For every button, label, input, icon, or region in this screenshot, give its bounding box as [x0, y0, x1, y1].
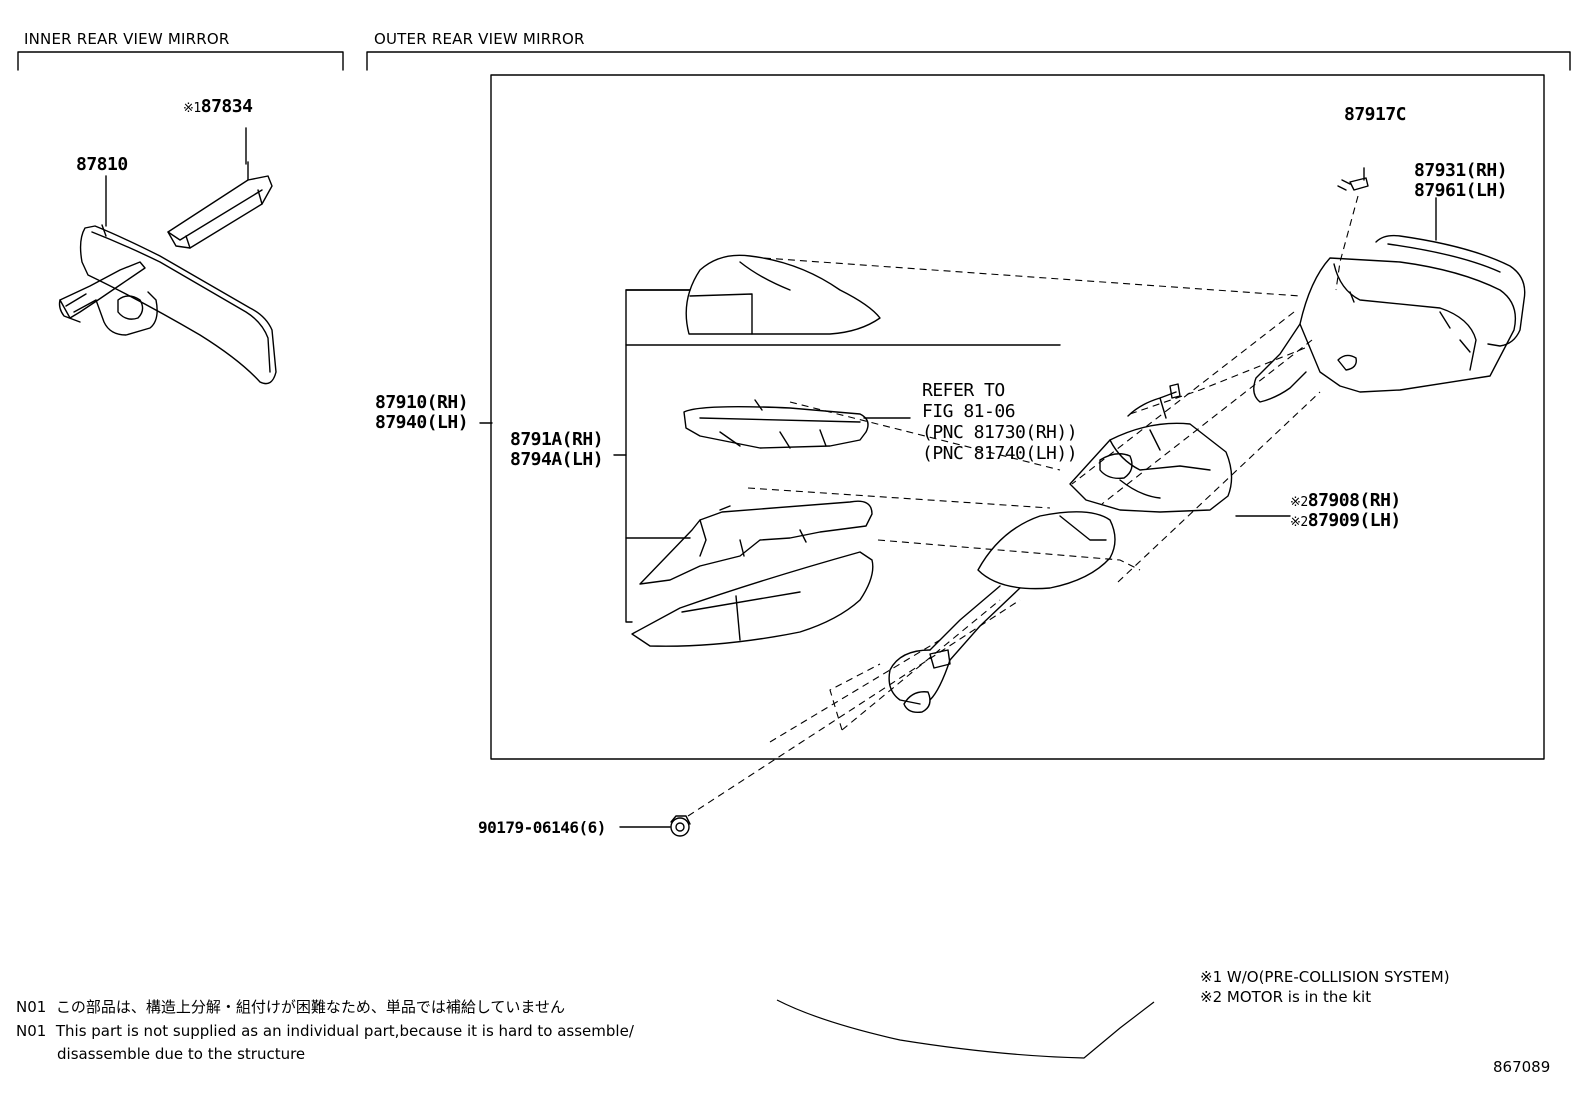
- figure-id: 867089: [1493, 1058, 1551, 1076]
- refer-line-3: (PNC 81730(RH)): [922, 422, 1078, 443]
- note-code-en: N01: [16, 1022, 47, 1040]
- outer-assembly-box: [490, 74, 1545, 760]
- footnote-2-clipped: ※2 MOTOR is in the kit: [1200, 986, 1371, 1006]
- lower-garnish-drawing: [631, 551, 874, 647]
- part-8794a-label[interactable]: 8794A(LH): [510, 449, 604, 470]
- note-text-jp: この部品は、構造上分解・組付けが困難なため、単品では補給していません: [55, 998, 565, 1016]
- refer-line-2[interactable]: FIG 81-06: [922, 401, 1016, 422]
- note-text-en-1: This part is not supplied as an individu…: [55, 1022, 634, 1040]
- part-8791a-label[interactable]: 8791A(RH): [510, 429, 604, 450]
- turn-signal-drawing: [683, 399, 869, 449]
- part-87908-label[interactable]: ※287908(RH): [1290, 490, 1401, 513]
- mirror-cover-drawing: [167, 161, 273, 249]
- note-n01-en-2: disassemble due to the structure: [57, 1045, 306, 1063]
- screw-drawing: [1337, 167, 1369, 191]
- inner-section-title: INNER REAR VIEW MIRROR: [24, 30, 230, 48]
- upper-cover-drawing: [685, 254, 881, 335]
- part-87931-label[interactable]: 87931(RH): [1414, 160, 1508, 181]
- note-code: N01: [16, 998, 47, 1016]
- outer-section-title: OUTER REAR VIEW MIRROR: [374, 30, 585, 48]
- note-mark-2: ※2: [1290, 495, 1308, 510]
- part-87961-label[interactable]: 87961(LH): [1414, 180, 1508, 201]
- outer-section-bracket: [366, 51, 1571, 71]
- part-87834-label[interactable]: ※187834: [183, 96, 253, 119]
- note-n01-en: N01 This part is not supplied as an indi…: [16, 1020, 634, 1042]
- note-mark-1: ※1: [183, 101, 201, 116]
- part-87834-number: 87834: [200, 96, 253, 117]
- note-n01-jp: N01 この部品は、構造上分解・組付けが困難なため、単品では補給していません: [16, 996, 565, 1018]
- part-90179-label[interactable]: 90179-06146(6): [478, 818, 606, 837]
- nut-drawing: [670, 815, 691, 837]
- note-mark-2b: ※2: [1290, 515, 1308, 530]
- mirror-glass-drawing: [1375, 234, 1526, 347]
- refer-line-1: REFER TO: [922, 380, 1005, 401]
- mirror-base-drawing: [888, 511, 1116, 714]
- lower-bracket-drawing: [639, 500, 873, 585]
- part-87940-label[interactable]: 87940(LH): [375, 412, 469, 433]
- part-87810-label[interactable]: 87810: [76, 154, 128, 175]
- part-87909-number: 87909(LH): [1307, 510, 1402, 531]
- part-87917c-label[interactable]: 87917C: [1344, 104, 1407, 125]
- actuator-drawing: [1069, 383, 1233, 513]
- footnote-1: ※1 W/O(PRE-COLLISION SYSTEM): [1200, 968, 1450, 986]
- inner-section-bracket: [17, 51, 344, 71]
- inner-mirror-drawing: [58, 224, 277, 385]
- mirror-housing-drawing: [1253, 257, 1517, 403]
- scribble-curve: [776, 999, 1155, 1059]
- footnote-2-text: ※2 MOTOR is in the kit: [1200, 988, 1372, 1006]
- part-87909-label[interactable]: ※287909(LH): [1290, 510, 1401, 533]
- part-87908-number: 87908(RH): [1307, 490, 1402, 511]
- refer-line-4: (PNC 81740(LH)): [922, 443, 1078, 464]
- part-87910-label[interactable]: 87910(RH): [375, 392, 469, 413]
